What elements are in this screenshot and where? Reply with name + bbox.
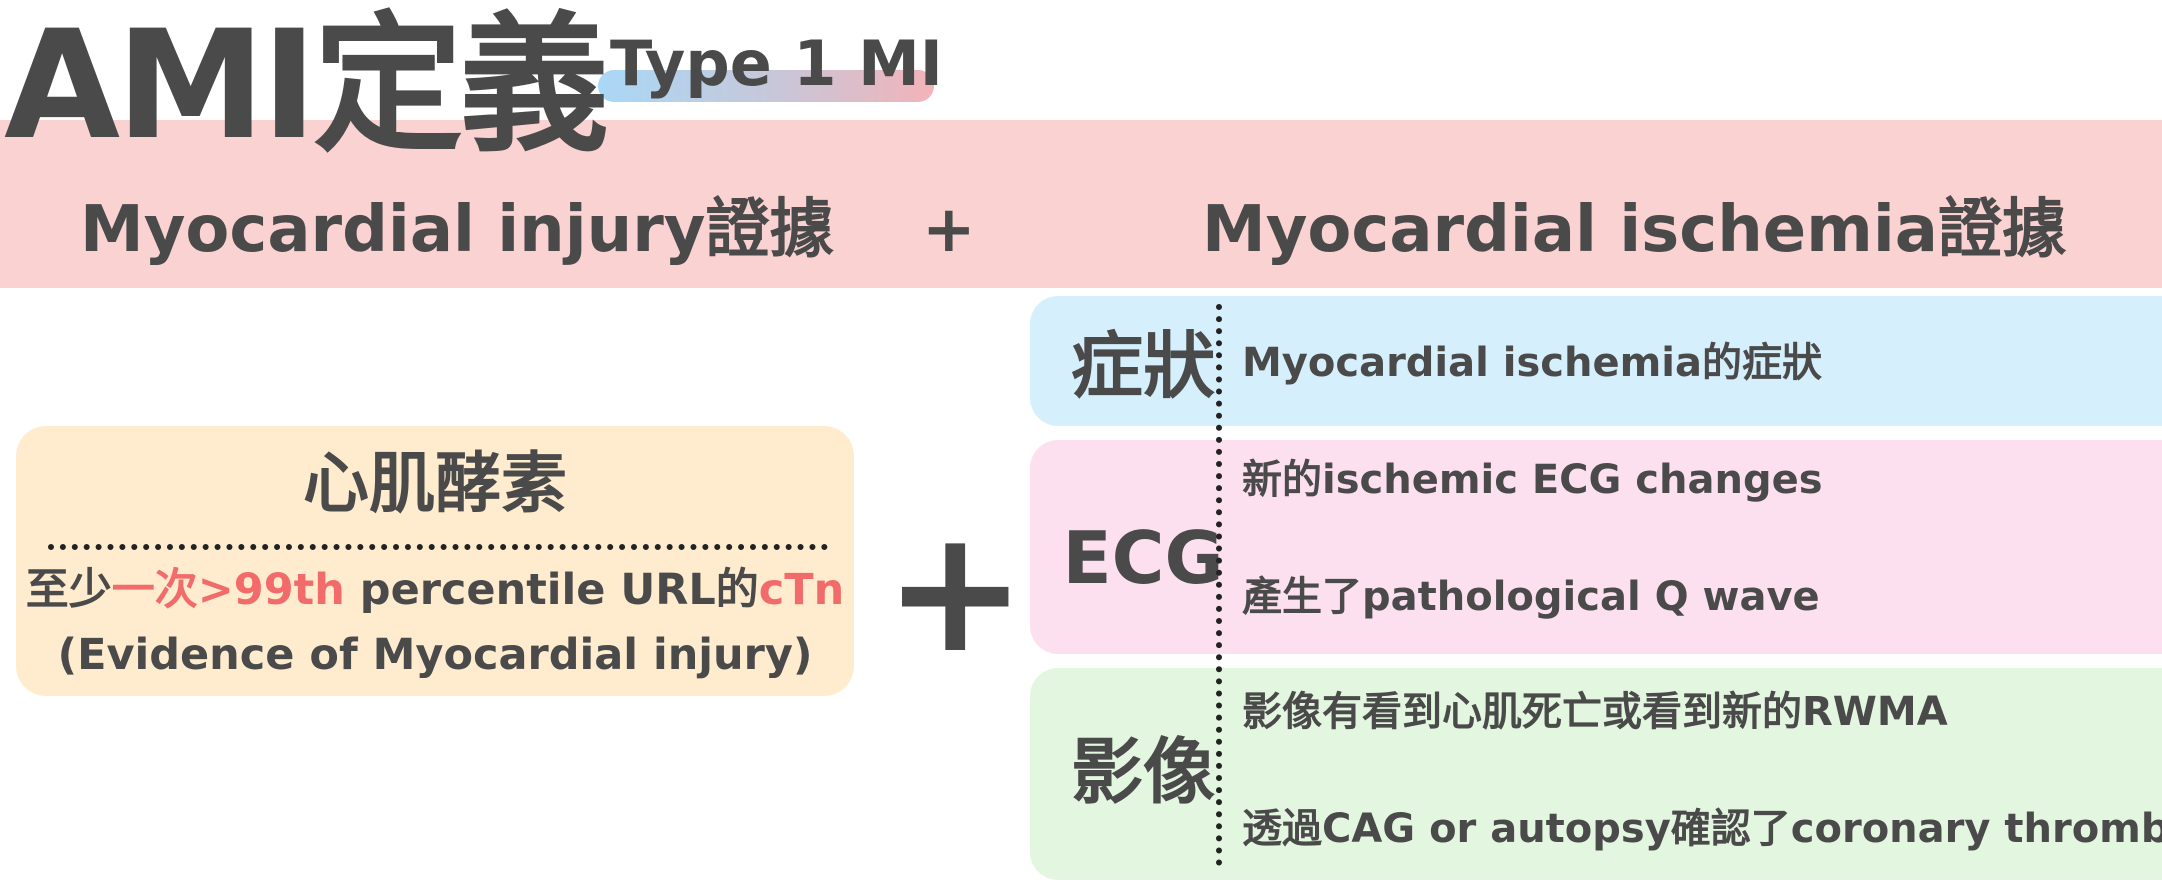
symptom-label: 症狀 bbox=[1070, 324, 1215, 408]
enzyme-criterion-threshold: 一次>99th bbox=[111, 565, 345, 615]
ecg-label: ECG bbox=[1062, 516, 1224, 600]
enzyme-criterion-middle: percentile URL的 bbox=[344, 565, 759, 615]
enzyme-criterion-prefix: 至少 bbox=[25, 565, 112, 615]
imaging-item-thrombus: 透過CAG or autopsy確認了coronary thrombus bbox=[1242, 806, 2162, 852]
enzyme-card-divider bbox=[48, 544, 828, 550]
enzyme-criterion: 至少一次>99th percentile URL的cTn bbox=[16, 562, 854, 618]
imaging-item-rwma: 影像有看到心肌死亡或看到新的RWMA bbox=[1242, 689, 1948, 735]
plus-sign: + bbox=[884, 493, 1027, 691]
symptom-item: Myocardial ischemia的症狀 bbox=[1242, 340, 1822, 386]
type-highlight-bar bbox=[598, 70, 934, 102]
enzyme-evidence-note: (Evidence of Myocardial injury) bbox=[57, 630, 813, 680]
header-plus: + bbox=[922, 193, 976, 267]
enzyme-card-title: 心肌酵素 bbox=[303, 445, 567, 522]
enzyme-criterion-marker: cTn bbox=[758, 565, 845, 615]
page-title: AMI定義 bbox=[4, 0, 609, 173]
header-injury-evidence: Myocardial injury證據 bbox=[80, 193, 834, 267]
criteria-divider bbox=[1216, 304, 1222, 866]
enzyme-card bbox=[16, 426, 854, 696]
ecg-item-q-wave: 產生了pathological Q wave bbox=[1242, 574, 1820, 620]
type-label: Type 1 MI bbox=[610, 27, 943, 100]
header-band bbox=[0, 120, 2162, 288]
header-ischemia-evidence: Myocardial ischemia證據 bbox=[1202, 193, 2066, 267]
imaging-label: 影像 bbox=[1070, 730, 1215, 814]
ecg-item-new-changes: 新的ischemic ECG changes bbox=[1242, 457, 1823, 503]
